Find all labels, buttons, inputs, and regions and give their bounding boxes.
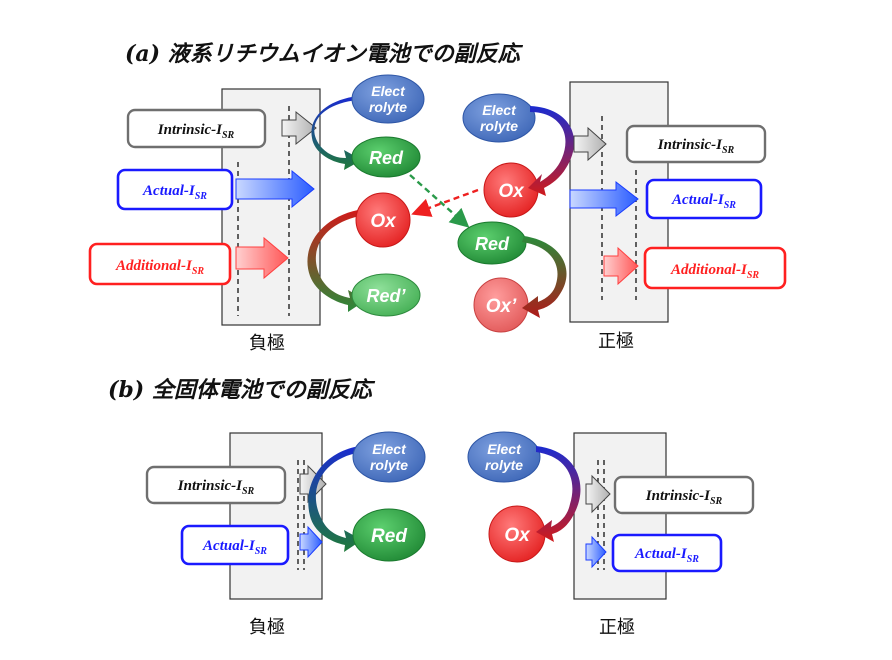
- svg-text:Ox: Ox: [504, 525, 531, 546]
- additional-box-neg-a: Additional-ISR: [88, 242, 232, 286]
- negative-electrode-b: [229, 432, 323, 600]
- svg-text:Red: Red: [475, 234, 510, 254]
- curved-arrow-electrolyte-to-ox-pos-a: [528, 106, 575, 196]
- svg-text:Ox’: Ox’: [486, 296, 517, 317]
- dashed-arrow-red-to-red-a: [409, 174, 470, 228]
- curved-arrow-ox-to-redprime-a: [307, 210, 366, 312]
- actual-box-neg-a: Actual-ISR: [116, 168, 234, 211]
- svg-text:rolyte: rolyte: [370, 457, 408, 473]
- intrinsic-arrow-pos-b: [585, 474, 611, 514]
- electrolyte-neg-b: Elect rolyte: [352, 431, 426, 483]
- red-species-pos-a: Red: [457, 221, 527, 265]
- red-species-neg-b: Red: [352, 508, 426, 562]
- svg-text:Additional-ISR: Additional-ISR: [670, 262, 759, 281]
- svg-text:Actual-ISR: Actual-ISR: [634, 546, 699, 565]
- svg-text:Red: Red: [369, 148, 404, 168]
- svg-text:Intrinsic-ISR: Intrinsic-ISR: [657, 137, 735, 156]
- svg-text:rolyte: rolyte: [369, 99, 407, 115]
- intrinsic-box-pos-b: Intrinsic-ISR: [613, 475, 755, 515]
- ox-species-pos-b: Ox: [488, 505, 546, 563]
- electrolyte-pos-b: Elect rolyte: [467, 431, 541, 483]
- positive-electrode-b: [573, 432, 667, 600]
- section-a-title: (a) 液系リチウムイオン電池での副反応: [125, 41, 524, 67]
- actual-box-pos-b: Actual-ISR: [611, 533, 723, 573]
- electrolyte-pos-a: Elect rolyte: [462, 93, 536, 143]
- svg-text:Actual-ISR: Actual-ISR: [142, 183, 207, 202]
- svg-text:Intrinsic-ISR: Intrinsic-ISR: [157, 122, 235, 141]
- actual-box-neg-b: Actual-ISR: [180, 524, 290, 566]
- actual-box-pos-a: Actual-ISR: [645, 178, 763, 220]
- neg-electrode-label-a: 負極: [249, 333, 285, 353]
- ox-prime-species-a: Ox’: [473, 277, 529, 333]
- intrinsic-box-neg-b: Intrinsic-ISR: [145, 465, 287, 505]
- svg-text:Intrinsic-ISR: Intrinsic-ISR: [645, 488, 723, 507]
- svg-text:Elect: Elect: [487, 441, 522, 457]
- svg-text:Ox: Ox: [498, 181, 525, 202]
- additional-arrow-pos-a: [603, 246, 639, 286]
- curved-arrow-electrolyte-to-ox-pos-b: [536, 446, 581, 542]
- red-species-neg-a: Red: [351, 136, 421, 178]
- section-b-title: (b) 全固体電池での副反応: [108, 377, 376, 403]
- actual-arrow-pos-a: [569, 180, 639, 218]
- intrinsic-box-pos-a: Intrinsic-ISR: [625, 124, 767, 164]
- additional-box-pos-a: Additional-ISR: [643, 246, 787, 290]
- neg-electrode-label-b: 負極: [249, 617, 285, 637]
- svg-text:Elect: Elect: [372, 441, 407, 457]
- dashed-arrow-ox-to-ox-a: [411, 188, 479, 217]
- actual-arrow-pos-b: [585, 535, 607, 569]
- svg-text:rolyte: rolyte: [480, 118, 518, 134]
- actual-arrow-neg-a: [235, 169, 315, 209]
- svg-text:Additional-ISR: Additional-ISR: [115, 258, 204, 277]
- ox-species-pos-a: Ox: [483, 162, 539, 218]
- svg-text:Elect: Elect: [482, 102, 517, 118]
- svg-text:Intrinsic-ISR: Intrinsic-ISR: [177, 478, 255, 497]
- curved-arrow-electrolyte-to-red-neg-b: [308, 446, 362, 552]
- pos-electrode-label-b: 正極: [599, 617, 635, 637]
- ox-species-neg-a: Ox: [355, 192, 411, 248]
- red-prime-species-a: Red’: [351, 273, 421, 317]
- actual-arrow-neg-b: [299, 525, 323, 559]
- curved-arrow-electrolyte-to-red-neg-a: [311, 96, 362, 170]
- svg-text:rolyte: rolyte: [485, 457, 523, 473]
- electrolyte-neg-a: Elect rolyte: [351, 74, 425, 124]
- svg-text:Actual-ISR: Actual-ISR: [671, 192, 736, 211]
- svg-text:Ox: Ox: [370, 211, 397, 232]
- intrinsic-arrow-neg-a: [281, 110, 317, 146]
- additional-arrow-neg-a: [235, 236, 289, 280]
- intrinsic-arrow-pos-a: [573, 126, 607, 162]
- pos-electrode-label-a: 正極: [598, 331, 634, 351]
- svg-text:Actual-ISR: Actual-ISR: [202, 538, 267, 557]
- svg-text:Red: Red: [371, 526, 407, 547]
- svg-text:Elect: Elect: [371, 83, 406, 99]
- intrinsic-box-neg-a: Intrinsic-ISR: [126, 108, 267, 149]
- curved-arrow-red-to-oxprime-a: [522, 236, 567, 318]
- svg-text:Red’: Red’: [366, 286, 406, 306]
